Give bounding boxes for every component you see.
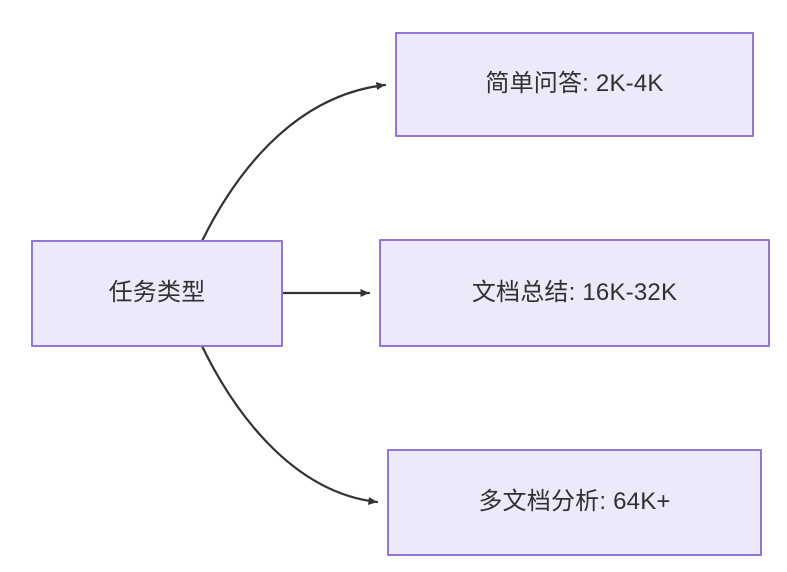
- node-multi-doc-label: 多文档分析: 64K+: [478, 488, 671, 516]
- node-task-type[interactable]: 任务类型: [31, 240, 283, 347]
- node-multi-doc[interactable]: 多文档分析: 64K+: [387, 449, 762, 556]
- node-simple-qa[interactable]: 简单问答: 2K-4K: [395, 32, 754, 137]
- node-doc-summary-label: 文档总结: 16K-32K: [471, 278, 678, 306]
- node-doc-summary[interactable]: 文档总结: 16K-32K: [379, 239, 770, 347]
- edge-root-to-simple-qa: [200, 82, 387, 243]
- node-simple-qa-label: 简单问答: 2K-4K: [485, 70, 664, 98]
- edge-root-to-multi-doc: [200, 344, 379, 505]
- node-task-type-label: 任务类型: [108, 279, 206, 307]
